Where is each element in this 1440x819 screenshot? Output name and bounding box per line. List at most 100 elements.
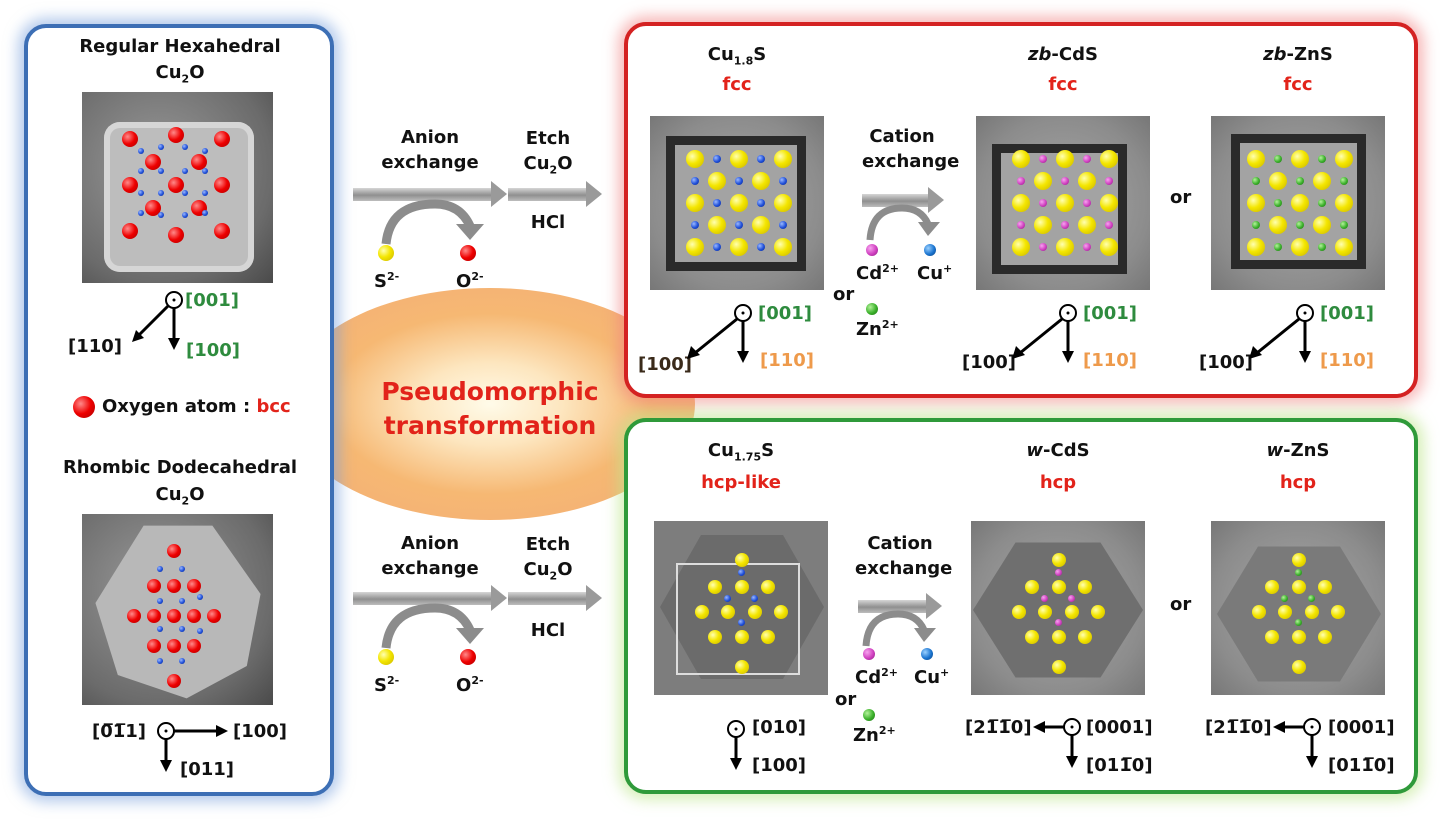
sulfur-atom [1038, 605, 1052, 619]
sulfur-atom [1012, 238, 1030, 256]
cation-exchange-arrow-green [858, 593, 942, 619]
copper-atom [138, 190, 144, 196]
sulfur-atom [1335, 150, 1353, 168]
copper-atom [157, 658, 163, 664]
anion-exchange-arrow-top [353, 181, 507, 207]
dodecahedral-formula: Cu2O [155, 484, 205, 508]
axis-001-zb-zns: [001] [1320, 303, 1375, 324]
cation-atom [1252, 177, 1260, 185]
sulfur-atom [774, 194, 792, 212]
axis-100-cu18s: [100] [638, 354, 693, 375]
copper-atom [182, 212, 188, 218]
oxide-ion-icon [460, 245, 476, 261]
sulfur-atom [1291, 238, 1309, 256]
ion-in-bottom: S2- [374, 674, 400, 696]
cu-ion-label-red: Cu+ [917, 262, 953, 284]
zb-cds-structure: fcc [1048, 74, 1078, 95]
oxygen-atom [145, 200, 161, 216]
zinc-ion-icon [866, 303, 878, 315]
oxygen-atom [168, 177, 184, 193]
oxygen-atom [122, 223, 138, 239]
ion-out-top: O2- [456, 270, 484, 292]
sulfur-atom [1012, 605, 1026, 619]
cation-atom [738, 619, 745, 626]
oxygen-atom [127, 609, 141, 623]
dodecahedral-sem-image [82, 514, 273, 705]
w-zns-axes-icon [1273, 718, 1321, 768]
sulfur-atom [708, 172, 726, 190]
oxygen-atom [122, 177, 138, 193]
axis-110: [110] [68, 336, 123, 357]
copper-atom [182, 144, 188, 150]
sulfur-atom [1100, 150, 1118, 168]
w-cds-axes-icon [1033, 718, 1081, 768]
cation-atom [713, 155, 721, 163]
oxygen-atom [167, 639, 181, 653]
copper-atom [179, 598, 185, 604]
axis-110-zb-cds: [110] [1083, 350, 1138, 371]
sulfur-atom [1313, 216, 1331, 234]
sulfur-atom [1331, 605, 1345, 619]
cation-atom [1061, 221, 1069, 229]
sulfur-atom [1025, 630, 1039, 644]
sulfur-atom [1078, 216, 1096, 234]
or-label-red-ions: or [833, 284, 855, 305]
sulfur-atom [1265, 580, 1279, 594]
sulfur-atom [735, 553, 749, 567]
sulfur-atom [774, 150, 792, 168]
cation-atom [1308, 595, 1315, 602]
cation-atom [1318, 243, 1326, 251]
cation-atom [1039, 243, 1047, 251]
axis-010-cu175s: [010] [752, 717, 807, 738]
axis-2-1-10-w-zns: [21̅1̅0] [1205, 717, 1272, 738]
cation-atom [1318, 155, 1326, 163]
sulfur-atom [708, 630, 722, 644]
cation-atom [1295, 569, 1302, 576]
reagent-hcl-top: HCl [530, 212, 566, 233]
axis-001-cu18s: [001] [758, 303, 813, 324]
copper-atom [179, 626, 185, 632]
w-zns-structure: hcp [1279, 472, 1317, 493]
sulfur-atom [695, 605, 709, 619]
anion-exchange-arrow-bottom [353, 585, 507, 611]
copper-atom [179, 566, 185, 572]
dodecahedral-axes-icon [157, 722, 228, 772]
sulfur-atom [686, 194, 704, 212]
cation-atom [757, 243, 765, 251]
zb-zns-structure: fcc [1283, 74, 1313, 95]
central-label: Pseudomorphic transformation [355, 375, 625, 443]
oxygen-atom [191, 154, 207, 170]
cation-atom [1318, 199, 1326, 207]
cation-atom [1083, 199, 1091, 207]
etch-arrow-top [508, 181, 602, 207]
sulfur-atom [1269, 216, 1287, 234]
cation-atom [1017, 177, 1025, 185]
oxygen-atom [207, 609, 221, 623]
sulfur-atom [1056, 150, 1074, 168]
oxygen-atom [168, 227, 184, 243]
cation-atom [1055, 569, 1062, 576]
cation-atom [738, 569, 745, 576]
sulfur-atom [730, 150, 748, 168]
cation-atom [735, 221, 743, 229]
cu175s-axes-icon [727, 720, 745, 770]
cu175s-formula: Cu1.75S [707, 440, 775, 464]
cu18s-tem-image [650, 116, 824, 290]
zb-zns-tem-image [1211, 116, 1385, 290]
sulfur-atom [774, 605, 788, 619]
or-label-green: or [1170, 594, 1192, 615]
cation-atom [779, 221, 787, 229]
cation-atom [724, 595, 731, 602]
sulfur-atom [735, 660, 749, 674]
cation-atom [1055, 619, 1062, 626]
sulfur-atom [752, 216, 770, 234]
or-label-red: or [1170, 187, 1192, 208]
cation-atom [1061, 177, 1069, 185]
cation-atom [1274, 199, 1282, 207]
w-zns-title: w-ZnS [1266, 440, 1330, 461]
oxygen-atom [167, 579, 181, 593]
copper-atom [158, 168, 164, 174]
sulfur-atom [1056, 194, 1074, 212]
axis-001-zb-cds: [001] [1083, 303, 1138, 324]
